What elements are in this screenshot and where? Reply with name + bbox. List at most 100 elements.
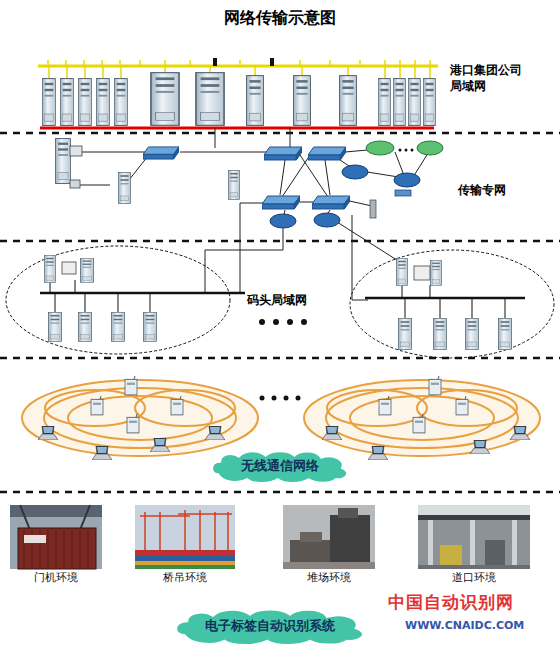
divider-line	[0, 132, 560, 135]
server-tower	[393, 79, 405, 126]
server-tower	[498, 318, 511, 349]
bus-ticks	[48, 60, 430, 66]
terminal-lans	[6, 246, 554, 358]
layer-dividers	[0, 133, 560, 492]
server-tower	[396, 258, 407, 285]
yellow-bus	[38, 65, 438, 68]
lan-boundary	[6, 246, 230, 354]
server-tower	[433, 318, 446, 349]
divider-line	[0, 357, 560, 360]
ellipsis-dot	[284, 396, 289, 401]
radio-rings	[22, 380, 540, 456]
cloud-label-node: 电子标签自动识别系统	[170, 608, 370, 644]
modem-box	[70, 146, 82, 156]
server-tower	[423, 79, 435, 126]
server-tower	[430, 260, 441, 285]
server-tower	[60, 79, 73, 126]
router	[270, 214, 296, 228]
server-tower	[111, 312, 124, 341]
server-tower	[78, 312, 91, 341]
red-backbone	[40, 127, 434, 130]
lan-bus	[40, 292, 245, 295]
layer-label: 港口集团公司 局域网	[450, 62, 534, 94]
server-tower	[378, 79, 390, 126]
network-links	[75, 128, 430, 300]
server-tower	[42, 79, 55, 126]
server-tower	[78, 79, 91, 126]
ellipsis-dot	[405, 149, 408, 152]
group-lan-servers	[38, 58, 438, 128]
access-point	[429, 376, 441, 395]
watermark: WWW.CNAIDC.COM	[405, 618, 555, 634]
network-switch	[143, 147, 179, 159]
laptop	[205, 426, 225, 440]
photo-panel: 堆场环境	[283, 505, 375, 585]
photo-panel: 门机环境	[10, 505, 102, 585]
router	[314, 213, 340, 227]
bus-drops	[49, 66, 430, 78]
server-tower	[114, 79, 127, 126]
cloud-text: 无线通信网络	[208, 450, 352, 482]
server-tower	[398, 318, 411, 349]
bus-marker	[270, 58, 274, 66]
layer-label: 码头局域网	[232, 292, 322, 308]
access-point	[171, 396, 183, 415]
yard-photo	[283, 505, 375, 569]
ellipsis-dot	[260, 396, 265, 401]
photo-panel: 桥吊环境	[135, 505, 235, 585]
network-switch	[262, 196, 300, 209]
lan-boundary	[350, 250, 554, 358]
server-tower	[96, 79, 109, 126]
gate-photo	[418, 505, 530, 569]
ellipsis-dot	[399, 149, 402, 152]
cloud-text: 电子标签自动识别系统	[170, 608, 370, 644]
ellipsis-dot	[272, 396, 277, 401]
laptop	[322, 426, 342, 440]
network-switch	[308, 147, 346, 160]
server-rack	[196, 73, 224, 126]
laptop	[510, 426, 530, 440]
access-point	[127, 414, 139, 433]
router	[394, 173, 420, 187]
wireless-network	[22, 376, 540, 460]
server-tower	[465, 318, 478, 349]
divider-line	[0, 240, 560, 243]
layer-label: 传输专网	[458, 182, 538, 198]
quay-crane-photo	[135, 505, 235, 569]
ellipsis-dot	[411, 149, 414, 152]
diagram-title: 网络传输示意图	[0, 8, 560, 29]
photo-caption: 道口环境	[418, 571, 530, 585]
network-switch	[264, 147, 302, 160]
lan-bus	[365, 297, 525, 300]
access-point	[125, 376, 137, 395]
server-tower	[247, 76, 264, 126]
photo-caption: 门机环境	[10, 571, 102, 585]
server-tower	[408, 79, 420, 126]
ellipsis-dot	[259, 319, 265, 325]
laptop	[92, 446, 112, 460]
access-point	[91, 396, 103, 415]
laptop	[150, 438, 170, 452]
access-point	[413, 414, 425, 433]
workstation	[414, 266, 430, 280]
divider-line	[0, 491, 560, 494]
watermark: 中国自动识别网	[388, 594, 558, 610]
ellipsis-dot	[301, 319, 307, 325]
laptop	[38, 426, 58, 440]
access-point	[379, 396, 391, 415]
firewall	[370, 200, 376, 218]
server-tower	[48, 312, 61, 341]
ellipsis-dot	[287, 319, 293, 325]
server-tower	[228, 170, 239, 199]
wan-cloud	[366, 141, 394, 155]
server-tower	[44, 255, 55, 282]
photo-caption: 堆场环境	[283, 571, 375, 585]
network-switch	[312, 196, 350, 209]
server-tower	[80, 258, 93, 282]
laptop	[368, 446, 388, 460]
router	[342, 165, 368, 179]
bus-marker	[213, 58, 217, 66]
ellipsis-dot	[296, 396, 301, 401]
